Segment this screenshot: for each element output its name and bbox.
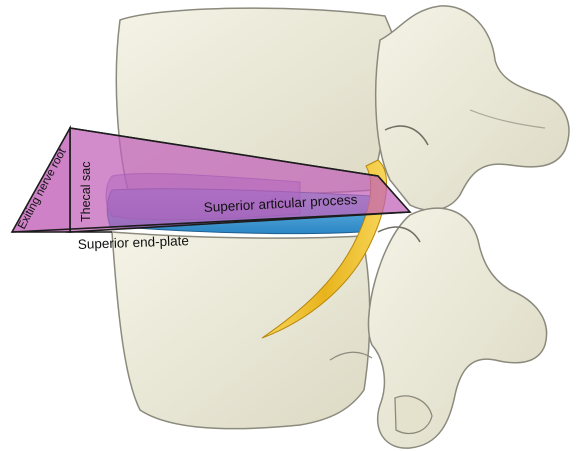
- lower-vertebral-body: [112, 232, 370, 429]
- upper-posterior-elements: [376, 6, 569, 210]
- label-thecal-sac: Thecal sac: [79, 162, 93, 222]
